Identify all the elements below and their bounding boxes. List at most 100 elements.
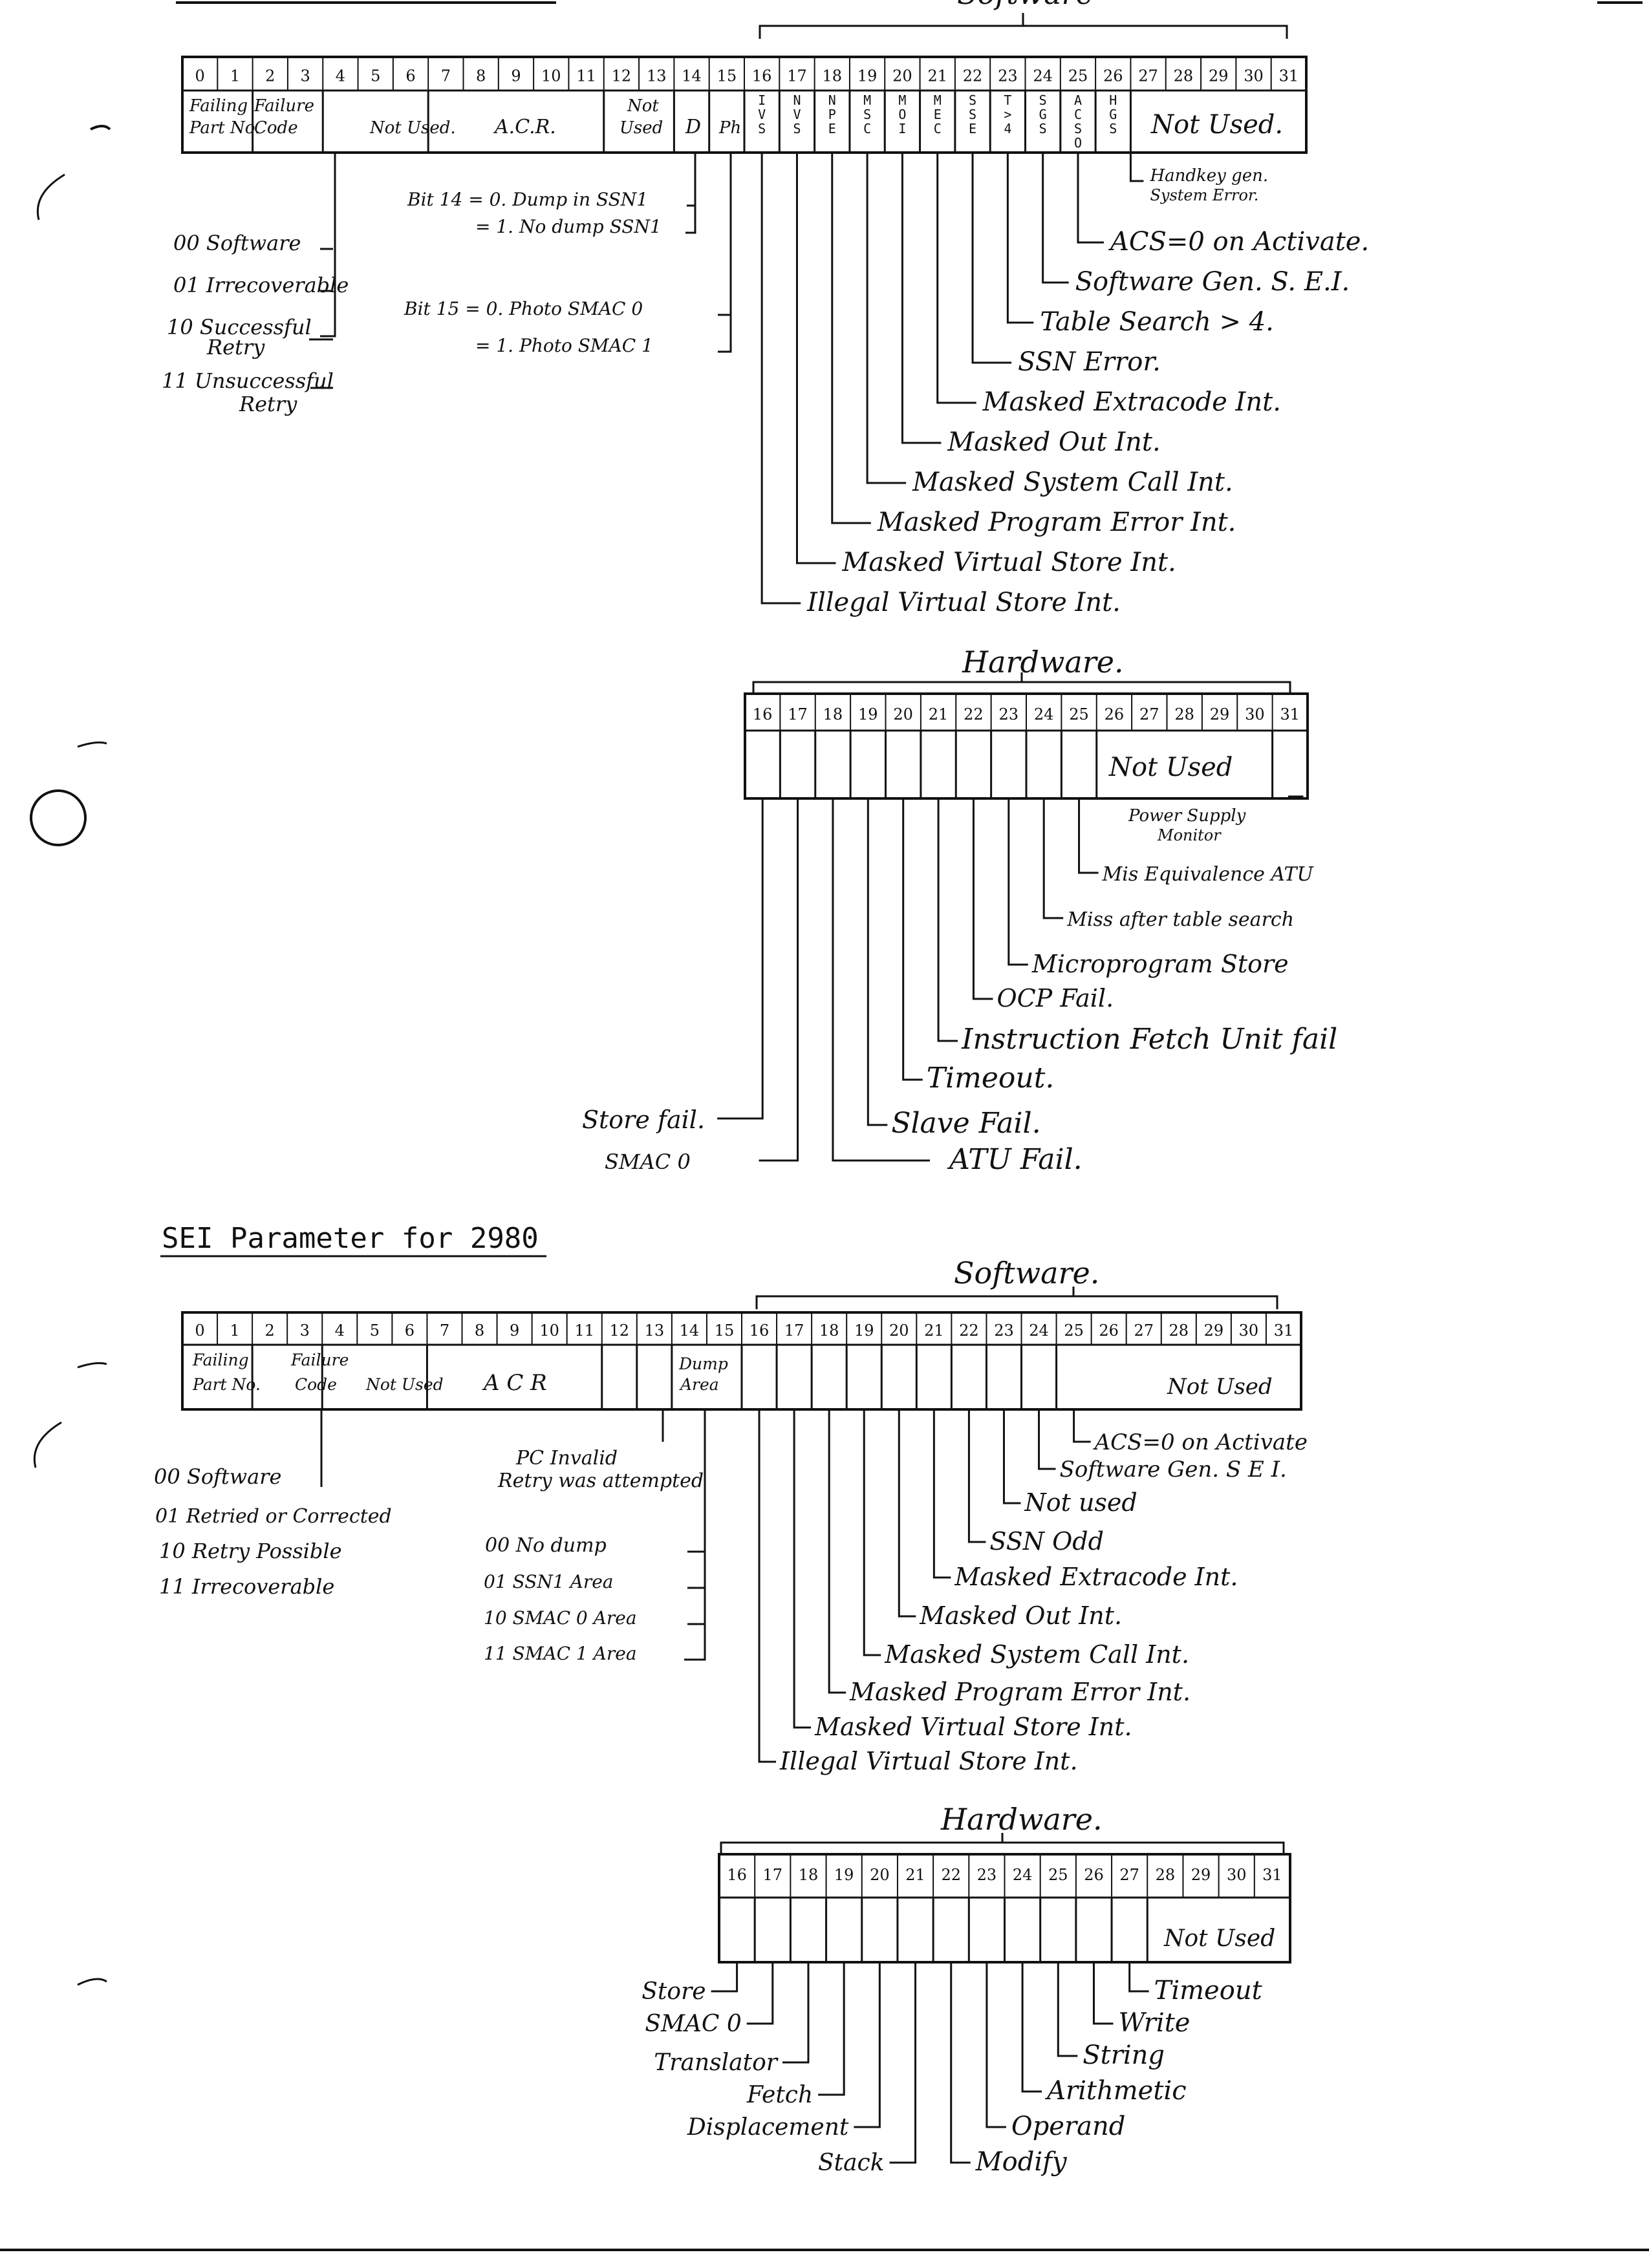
software-callout: ACS=0 on Activate xyxy=(1093,1429,1308,1455)
bit-number-cell: 0 xyxy=(195,67,205,85)
software-callout: Illegal Virtual Store Int. xyxy=(806,588,1121,617)
dump-code: 01 SSN1 Area xyxy=(484,1571,613,1592)
bit-number-cell: 1 xyxy=(230,1321,239,1340)
bit-number-cell: 11 xyxy=(576,67,596,85)
bit-number-cell: 12 xyxy=(610,1321,630,1340)
bit-abbrev-letter: S xyxy=(1074,121,1082,136)
bit-abbrev-letter: N xyxy=(828,92,836,108)
bit-number-cell: 2 xyxy=(265,1321,275,1340)
bit-abbrev-letter: I xyxy=(758,92,766,108)
field-label: A C R xyxy=(482,1370,547,1396)
bit-number-cell: 8 xyxy=(476,67,486,85)
bit-number-cell: 31 xyxy=(1280,705,1300,723)
hardware-left-callout: Fetch xyxy=(746,2082,813,2108)
bit-number-cell: 0 xyxy=(195,1321,204,1340)
failure-code-item: 10 Successful xyxy=(167,315,312,339)
bit-number-cell: 13 xyxy=(647,67,667,85)
bit-number-cell: 9 xyxy=(510,1321,519,1340)
bit-abbrev-letter: S xyxy=(1039,121,1047,136)
bit-number-cell: 10 xyxy=(541,67,561,85)
bit-number-cell: 20 xyxy=(892,67,912,85)
bit-abbrev-letter: G xyxy=(1039,107,1047,122)
bit-number-cell: 17 xyxy=(784,1321,804,1340)
bit-number-cell: 26 xyxy=(1099,1321,1119,1340)
hardware-right-callout: Operand xyxy=(1011,2112,1125,2141)
bit-number-cell: 17 xyxy=(787,67,807,85)
bit-abbrev-letter: S xyxy=(863,107,871,122)
software-callout: Table Search > 4. xyxy=(1040,307,1274,337)
software-callout: Handkey gen. xyxy=(1149,166,1268,186)
bit-abbrev-letter: C xyxy=(863,121,871,136)
bit-number-cell: 27 xyxy=(1134,1321,1154,1340)
bit-number-cell: 19 xyxy=(857,67,878,85)
failure-code-item: 00 Software xyxy=(154,1464,281,1489)
bit-number-cell: 28 xyxy=(1174,705,1194,723)
software-heading-1: Software xyxy=(957,0,1094,11)
bit-number-cell: 16 xyxy=(727,1866,747,1884)
bit-number-cell: 16 xyxy=(749,1321,770,1340)
bit-number-cell: 4 xyxy=(336,67,345,85)
bit-number-cell: 28 xyxy=(1156,1866,1176,1884)
failure-code-item: 01 Irrecoverable xyxy=(173,273,349,297)
bit-number-cell: 29 xyxy=(1209,67,1229,85)
bit-number-cell: 30 xyxy=(1245,705,1265,723)
hardware-callout: Power Supply xyxy=(1128,806,1246,826)
hardware-right-callout: Arithmetic xyxy=(1044,2076,1187,2106)
bit-abbrev-letter: S xyxy=(969,107,976,122)
bit-number-cell: 22 xyxy=(941,1866,961,1884)
diagram-1: Software 0123456789101112131415161718192… xyxy=(162,0,1369,1176)
bit-number-cell: 6 xyxy=(405,1321,415,1340)
hardware-callout: Miss after table search xyxy=(1066,908,1294,931)
field-label: Used xyxy=(620,118,663,138)
software-callout: Masked Extracode Int. xyxy=(954,1563,1238,1591)
bit-abbrev-letter: A xyxy=(1074,92,1082,108)
bit-number-cell: 31 xyxy=(1279,67,1299,85)
software-callout: Masked System Call Int. xyxy=(912,467,1233,497)
bit-number-cell: 25 xyxy=(1068,67,1088,85)
hardware-left-callout: SMAC 0 xyxy=(645,2011,741,2037)
field-label: A.C.R. xyxy=(493,116,556,138)
margin-mark xyxy=(33,1421,62,1468)
bit-abbrev-letter: E xyxy=(934,107,942,122)
bit-number-cell: 29 xyxy=(1191,1866,1211,1884)
bit-number-cell: 14 xyxy=(682,67,702,85)
failure-code-item: 00 Software xyxy=(173,231,301,255)
bit-abbrev-letter: C xyxy=(934,121,942,136)
software-callout: Masked Out Int. xyxy=(919,1601,1122,1630)
bit-number-cell: 30 xyxy=(1227,1866,1247,1884)
failure-code-item: 10 Retry Possible xyxy=(159,1539,342,1563)
bit-abbrev-letter: E xyxy=(828,121,836,136)
bit-abbrev-letter: C xyxy=(1074,107,1082,122)
bit-number-cell: 10 xyxy=(539,1321,559,1340)
bit-number-cell: 21 xyxy=(929,705,949,723)
hardware-right-callout: Write xyxy=(1118,2008,1190,2038)
bit-number-cell: 9 xyxy=(511,67,521,85)
field-label: Not Used. xyxy=(369,118,456,138)
bit-number-cell: 18 xyxy=(823,705,843,723)
software-callout: Masked Program Error Int. xyxy=(877,508,1236,537)
bit-number-cell: 23 xyxy=(999,705,1019,723)
field-label: Not Used xyxy=(365,1375,444,1394)
bit-abbrev-letter: G xyxy=(1109,107,1117,122)
bit-number-cell: 3 xyxy=(300,67,310,85)
dump-code: 10 SMAC 0 Area xyxy=(484,1607,637,1629)
bit-abbrev-letter: I xyxy=(898,121,906,136)
bit-abbrev-letter: O xyxy=(1074,135,1082,151)
bit-abbrev-letter: S xyxy=(1109,121,1117,136)
software-callout: Masked Virtual Store Int. xyxy=(814,1713,1132,1741)
field-label: Failure xyxy=(290,1351,349,1369)
bit-number-cell: 14 xyxy=(680,1321,700,1340)
bit-number-cell: 20 xyxy=(870,1866,890,1884)
bit-number-cell: 5 xyxy=(370,1321,380,1340)
hardware-right-callout: String xyxy=(1083,2040,1165,2070)
field-label: Code xyxy=(295,1375,337,1394)
hw-not-used: Not Used xyxy=(1163,1925,1275,1952)
field-label: D xyxy=(685,116,701,138)
bit-abbrev-letter: H xyxy=(1109,92,1117,108)
margin-mark xyxy=(90,125,111,131)
bit-number-cell: 19 xyxy=(858,705,878,723)
bit-number-cell: 23 xyxy=(998,67,1018,85)
bit-number-cell: 12 xyxy=(612,67,632,85)
bit-number-cell: 4 xyxy=(335,1321,345,1340)
